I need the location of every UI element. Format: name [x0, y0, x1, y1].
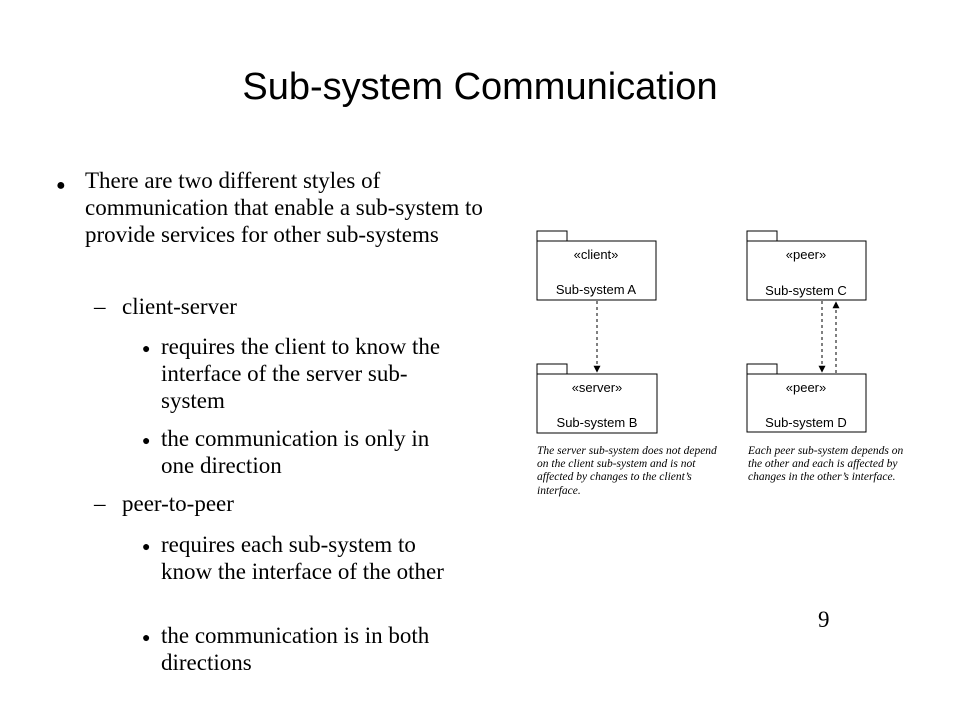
package-b-stereotype: «server» — [572, 380, 623, 395]
package-d-name: Sub-system D — [765, 415, 847, 430]
caption-client-server: The server sub-system does not depend on… — [537, 445, 717, 497]
package-tab — [536, 230, 568, 242]
package-c-stereotype: «peer» — [786, 247, 826, 262]
bullet-icon: ● — [142, 434, 151, 449]
dash-icon: – — [94, 491, 106, 516]
package-tab — [536, 363, 568, 375]
package-b-box — [536, 373, 658, 434]
style-peer-to-peer: peer-to-peer — [122, 491, 234, 516]
caption-peer-to-peer: Each peer sub-system depends on the othe… — [748, 445, 904, 484]
style-client-server: client-server — [122, 294, 237, 319]
package-a-stereotype: «client» — [574, 247, 619, 262]
bullet-icon: ● — [142, 540, 151, 555]
peer-to-peer-point-2: the communication is in both directions — [161, 623, 430, 675]
bullet-icon: ● — [142, 631, 151, 646]
package-a-box — [536, 240, 657, 301]
page-number: 9 — [818, 607, 830, 632]
bullet-icon: ● — [142, 342, 151, 357]
package-c-box — [746, 240, 867, 301]
package-tab — [746, 230, 778, 242]
package-c-name: Sub-system C — [765, 283, 847, 298]
intro-text: There are two different styles of commun… — [85, 168, 483, 247]
client-server-point-1: requires the client to know the interfac… — [161, 334, 441, 413]
package-d-stereotype: «peer» — [786, 380, 826, 395]
package-d-box — [746, 373, 867, 433]
dash-icon: – — [94, 294, 106, 319]
package-b-name: Sub-system B — [557, 415, 638, 430]
client-server-point-2: the communication is only in one directi… — [161, 426, 430, 478]
package-a-name: Sub-system A — [556, 282, 637, 297]
package-tab — [746, 363, 778, 375]
bullet-icon: ● — [56, 177, 66, 194]
slide-title: Sub-system Communication — [242, 66, 718, 108]
peer-to-peer-point-1: requires each sub-system to know the int… — [161, 532, 444, 584]
